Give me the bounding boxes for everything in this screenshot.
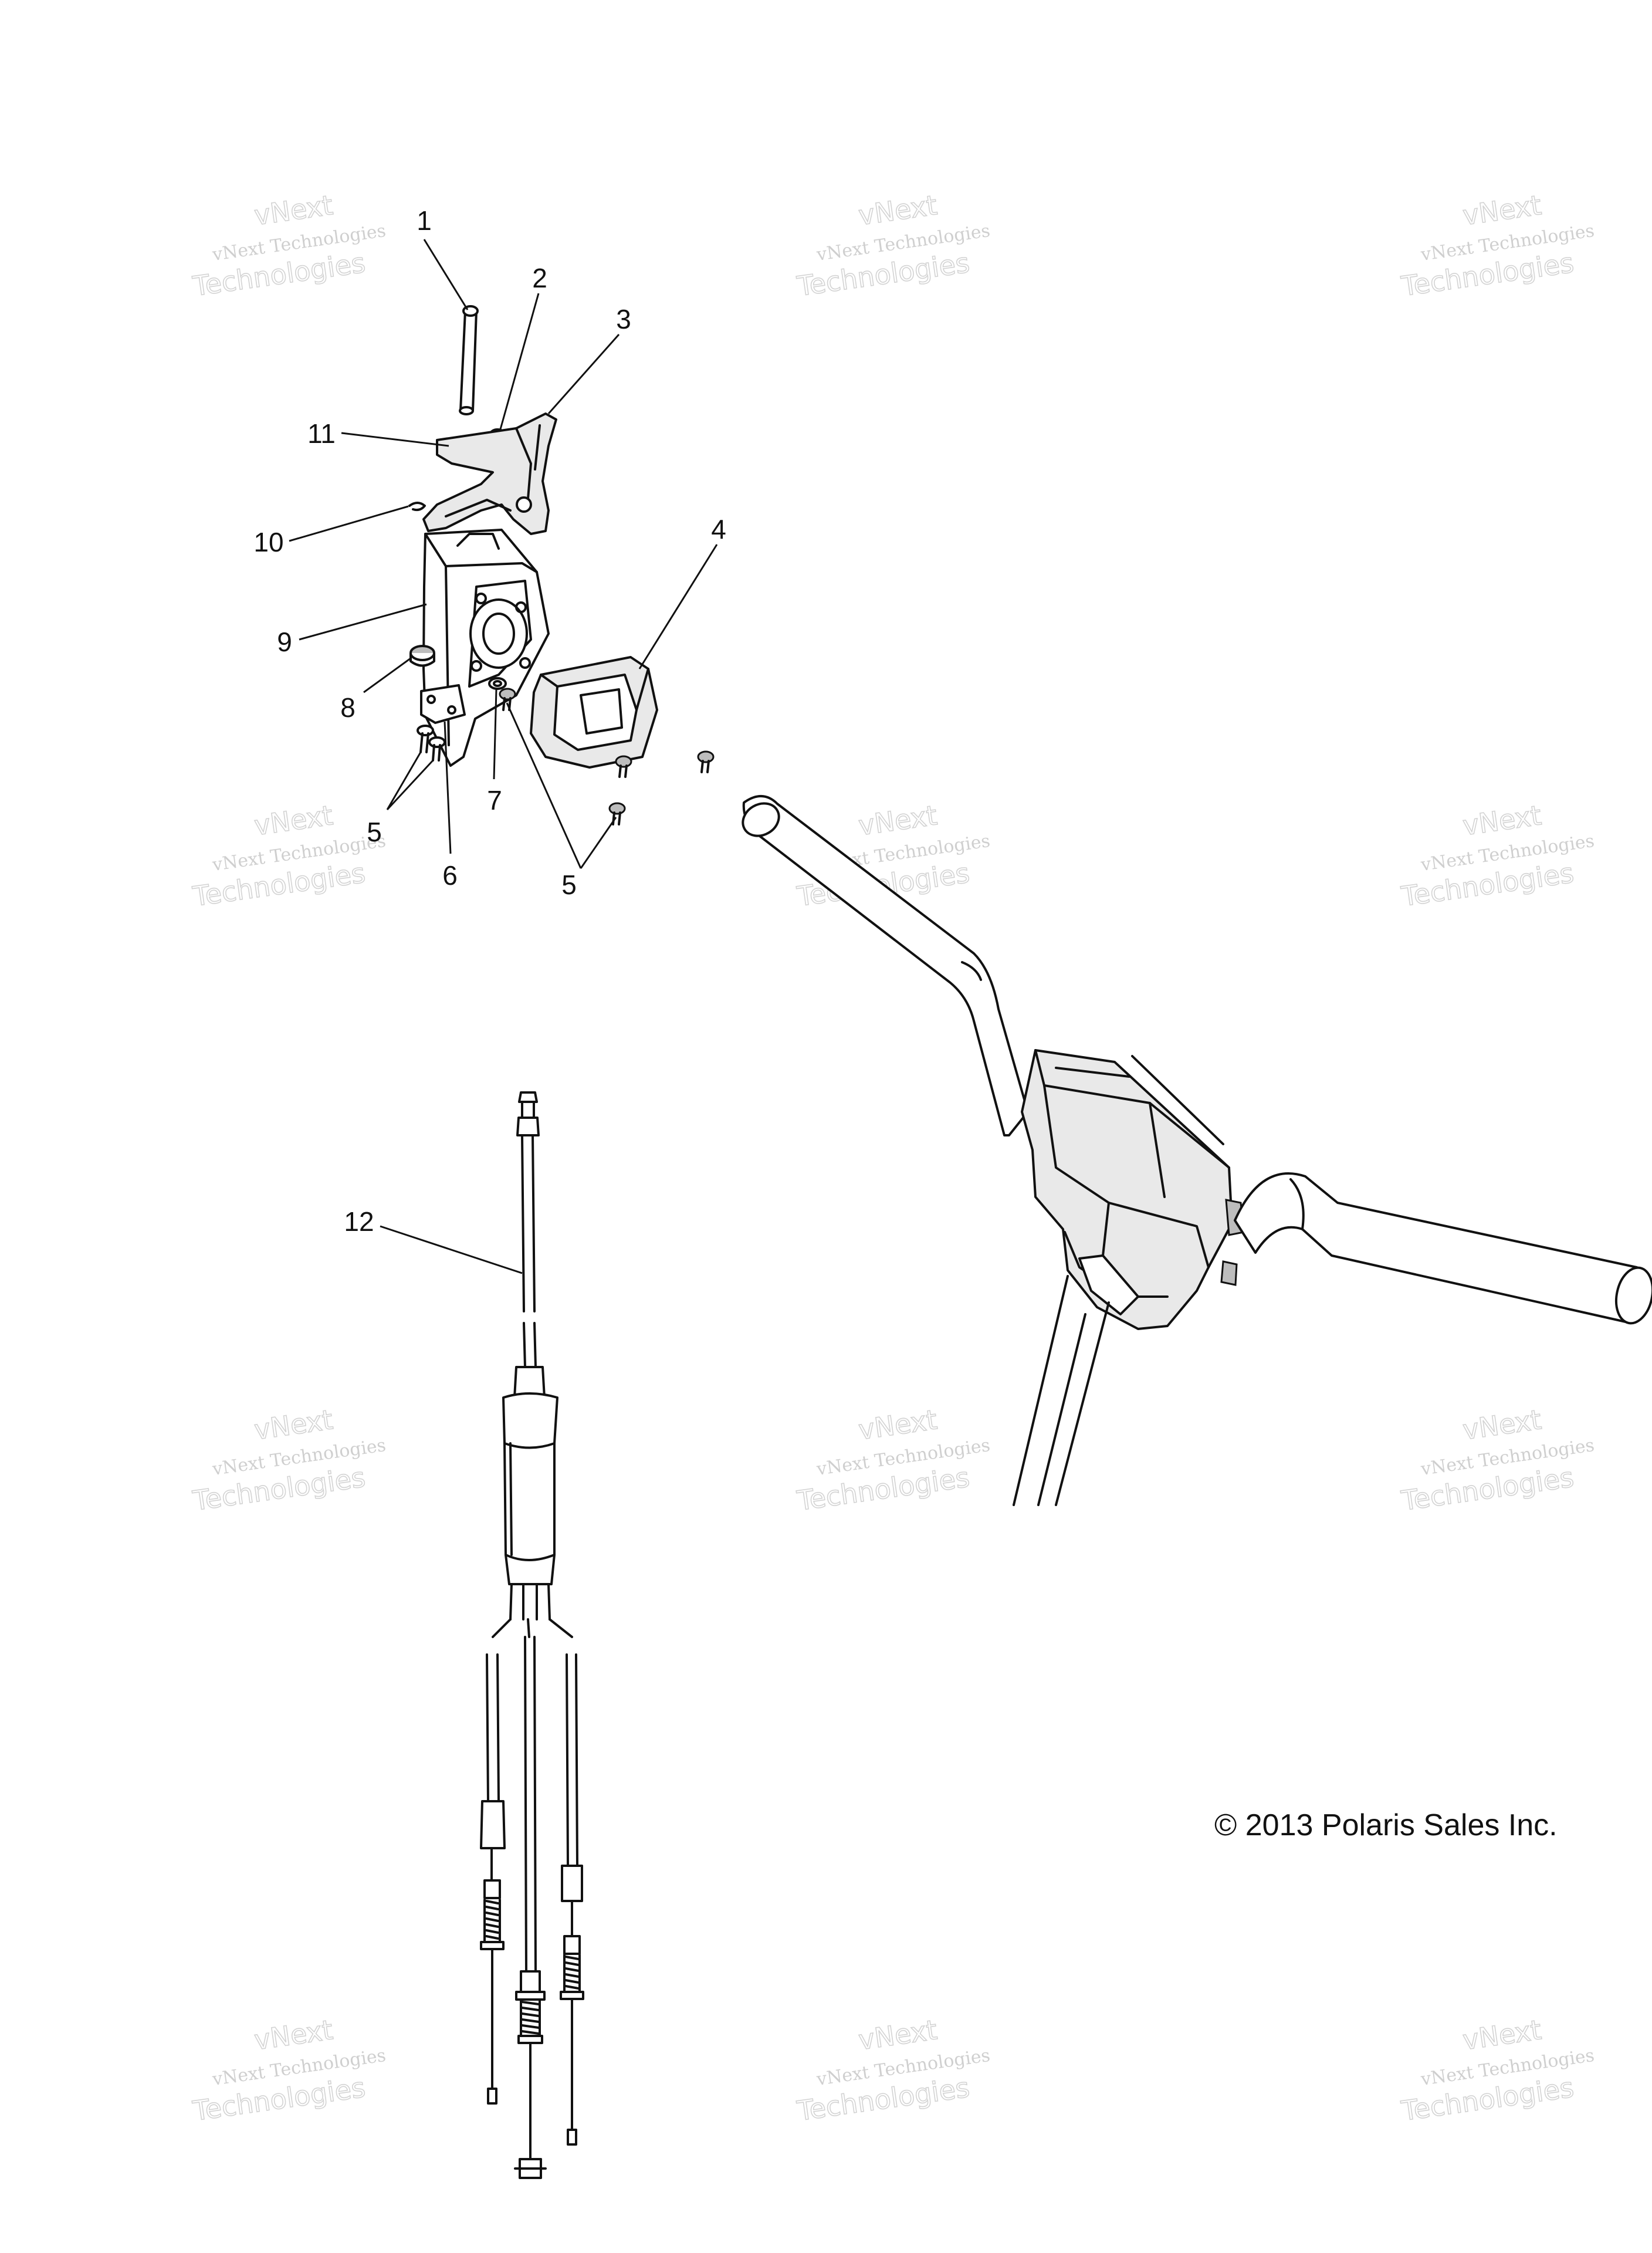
part-1-pivot-pin [459,305,479,415]
part-7-o-ring [488,677,507,690]
callout-1: 1 [417,205,432,236]
watermark: vNext vNext Technologies Technologies [190,188,387,303]
watermark: vNext vNext Technologies Technologies [1399,799,1596,913]
callout-6: 6 [442,860,458,891]
svg-text:vNext: vNext [252,799,335,841]
watermark: vNext vNext Technologies Technologies [190,2013,387,2127]
svg-text:vNext: vNext [252,2014,335,2056]
part-4-housing-cover [530,656,658,769]
callout-12: 12 [344,1206,374,1237]
callout-2: 2 [532,263,547,293]
part-6-cover-plate [420,684,466,724]
throttle-housing-assembly [408,305,715,826]
svg-text:vNext: vNext [1461,189,1543,231]
callout-4: 4 [711,514,726,544]
leader-lines [289,239,718,1274]
part-5-screw [428,736,446,762]
callout-labels: 1 2 3 11 10 4 9 8 7 5 6 5 12 [253,205,726,1237]
handlebar-assembly [742,795,1652,1506]
callout-8: 8 [340,692,356,723]
svg-text:vNext: vNext [1461,799,1543,841]
part-5-screw [608,802,626,826]
svg-text:vNext: vNext [857,799,939,841]
part-8-plug [409,645,435,667]
watermark: vNext vNext Technologies Technologies [1399,2013,1596,2127]
watermark: vNext vNext Technologies Technologies [794,2013,991,2127]
part-5-screw [615,755,632,778]
callout-3: 3 [616,304,631,334]
svg-text:vNext: vNext [1461,1403,1543,1446]
watermark: vNext vNext Technologies Technologies [1399,1403,1596,1517]
callout-7: 7 [487,785,502,816]
callout-11: 11 [307,418,336,449]
part-3-throttle-lever [422,412,557,535]
watermark: vNext vNext Technologies Technologies [794,188,991,303]
svg-text:vNext: vNext [857,2014,939,2056]
watermark: vNext vNext Technologies Technologies [190,799,387,913]
callout-5-left: 5 [367,817,382,847]
watermark: vNext vNext Technologies Technologies [794,1403,991,1517]
part-5-screw [417,725,434,753]
svg-text:vNext: vNext [1461,2014,1543,2056]
svg-text:vNext: vNext [252,1403,335,1446]
svg-text:vNext: vNext [252,189,335,231]
part-5-screw [697,750,715,773]
svg-text:vNext: vNext [857,1403,939,1446]
part-9-housing [422,529,550,767]
watermark: vNext vNext Technologies Technologies [1399,188,1596,303]
part-12-cable-assembly [480,1091,584,2179]
part-10-clip [408,502,426,512]
callout-9: 9 [277,627,292,657]
callout-10: 10 [253,527,283,557]
watermark: vNext vNext Technologies Technologies [190,1403,387,1517]
svg-text:vNext: vNext [857,189,939,231]
copyright-text: © 2013 Polaris Sales Inc. [1214,1808,1558,1842]
callout-5-right: 5 [561,870,577,900]
